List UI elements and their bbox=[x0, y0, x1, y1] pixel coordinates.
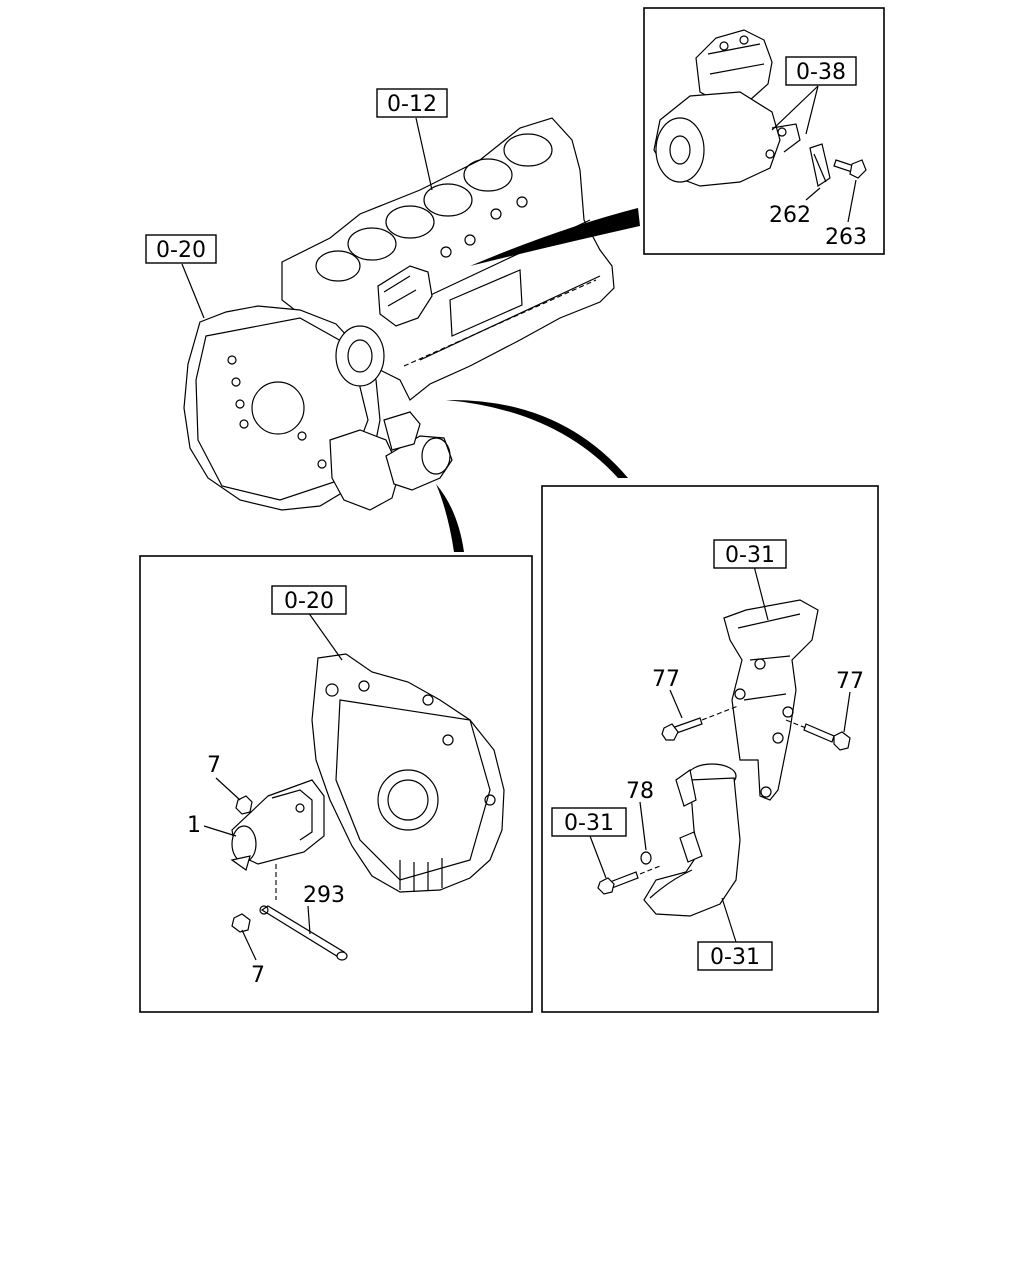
callout-pipe-group: 0-31 bbox=[710, 945, 760, 970]
callout-bolt-group: 0-31 bbox=[564, 811, 614, 836]
callout-engine-block: 0-12 bbox=[387, 92, 437, 117]
flywheel-housing-drawing bbox=[230, 653, 505, 961]
compressor-drawing bbox=[653, 29, 867, 187]
part-number-bolt-right: 77 bbox=[836, 669, 864, 694]
part-number-actuator: 1 bbox=[187, 813, 201, 838]
part-number-nut-upper: 7 bbox=[207, 753, 221, 778]
part-number-bolt-left: 77 bbox=[652, 667, 680, 692]
part-number-rod: 293 bbox=[303, 883, 345, 908]
indicator-curve-housing bbox=[436, 484, 464, 552]
callout-flywheel-housing-main: 0-20 bbox=[156, 238, 206, 263]
frame-compressor-detail bbox=[643, 7, 885, 255]
frame-bracket-detail bbox=[541, 485, 879, 1013]
callout-bracket-group: 0-31 bbox=[725, 543, 775, 568]
callout-compressor-group: 0-38 bbox=[796, 60, 846, 85]
indicator-curve-compressor bbox=[470, 208, 640, 266]
part-number-washer: 78 bbox=[626, 779, 654, 804]
frame-flywheel-housing-detail bbox=[139, 555, 533, 1013]
engine-assembly-drawing bbox=[183, 117, 615, 511]
part-number-clip: 262 bbox=[769, 203, 811, 228]
bracket-pipe-drawing bbox=[597, 599, 851, 917]
part-number-nut-lower: 7 bbox=[251, 963, 265, 988]
part-number-bolt-compressor: 263 bbox=[825, 225, 867, 250]
callout-flywheel-housing-detail: 0-20 bbox=[284, 589, 334, 614]
indicator-curve-bracket bbox=[446, 399, 628, 478]
